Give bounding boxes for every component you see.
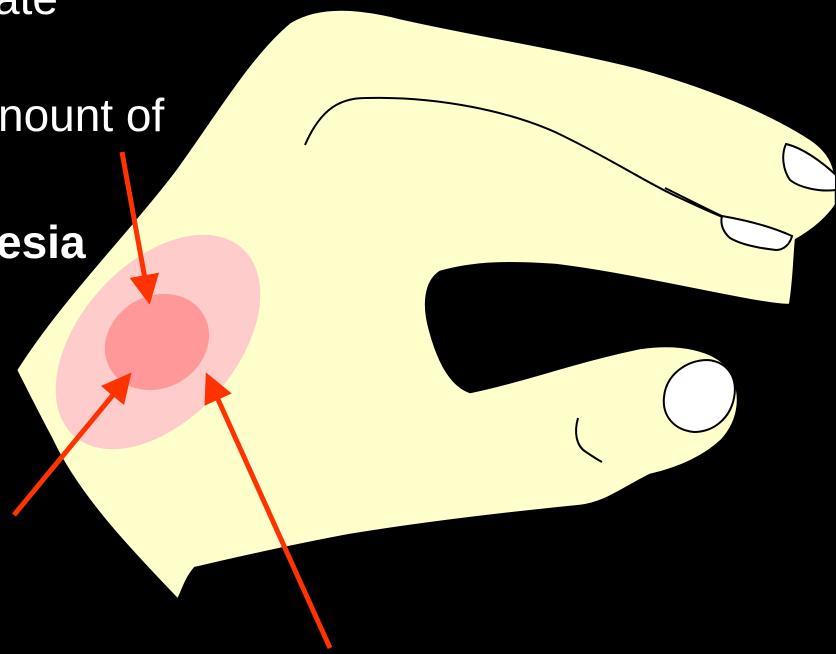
slide-text-line-3: esia xyxy=(0,216,86,268)
slide-text-top: ate xyxy=(0,0,58,24)
slide-text-line-2: nount of xyxy=(0,89,164,141)
